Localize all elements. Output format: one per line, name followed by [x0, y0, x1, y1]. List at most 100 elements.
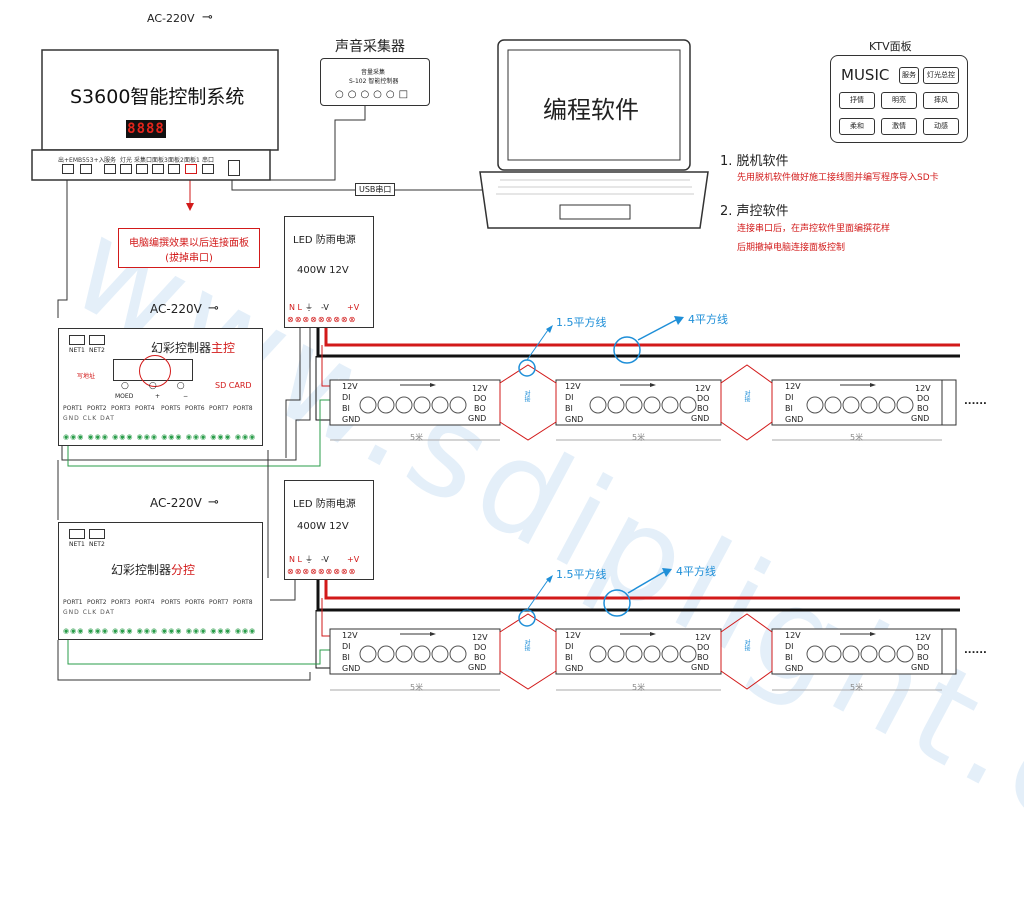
- ktv-button-light-master[interactable]: 灯光总控: [923, 67, 959, 84]
- pin-di: DI: [785, 393, 794, 402]
- net2-port[interactable]: [89, 335, 105, 345]
- power-switch[interactable]: [228, 160, 240, 176]
- controller-main-power: AC-220V: [150, 302, 202, 316]
- note1-text: 先用脱机软件做好施工接线图并编写程序导入SD卡: [737, 173, 939, 183]
- port-label: PORT6: [185, 405, 205, 412]
- note2-text1: 连接串口后，在声控软件里面编撰花样: [737, 224, 891, 234]
- port-label: PORT2: [87, 599, 107, 606]
- joint-label: 对接: [743, 639, 750, 651]
- sdcard-label: SD CARD: [215, 381, 252, 390]
- note2-text2: 后期撤掉电脑连接面板控制: [737, 243, 846, 253]
- pin-gnd-out: GND: [911, 663, 930, 672]
- pin-do: DO: [697, 643, 710, 652]
- pin-bo: BO: [917, 653, 929, 662]
- port-label: PORT5: [161, 405, 181, 412]
- pin-12v: 12V: [785, 382, 801, 391]
- port-label: PORT3: [111, 405, 131, 412]
- controller-sub: NET1 NET2 幻彩控制器分控 PORT1 PORT2 PORT3 PORT…: [58, 522, 263, 640]
- pin-labels: GND CLK DAT: [63, 609, 115, 616]
- rj45-port[interactable]: [120, 164, 132, 174]
- button-row[interactable]: ○○○: [121, 381, 205, 391]
- port-label: PORT7: [209, 405, 229, 412]
- port-label: PORT1: [63, 599, 83, 606]
- controller-title-prefix: 幻彩控制器: [151, 341, 212, 355]
- pin-do: DO: [474, 394, 487, 403]
- ktv-button-passion[interactable]: 激情: [881, 118, 917, 135]
- pin-gnd: GND: [565, 415, 584, 424]
- controller-title-suffix: 主控: [211, 341, 236, 355]
- pin-bi: BI: [565, 653, 573, 662]
- port-label: 串口: [202, 157, 215, 164]
- continuation-dots: ......: [964, 645, 987, 656]
- ground-icon: ⏚: [305, 303, 313, 312]
- serial-port[interactable]: [202, 164, 214, 174]
- pin-12v: 12V: [565, 631, 581, 640]
- port-label: 面板1: [184, 157, 200, 164]
- joint-label: 对接: [523, 639, 530, 651]
- callout-line1: 电脑编撰效果以后连接面板: [129, 238, 249, 249]
- psu-spec: 400W 12V: [297, 265, 349, 276]
- rj45-port[interactable]: [168, 164, 180, 174]
- strip-row-1: [329, 379, 943, 426]
- pin-di: DI: [565, 393, 574, 402]
- pin-di: DI: [342, 393, 351, 402]
- port-label: PORT6: [185, 599, 205, 606]
- rj45-port[interactable]: [152, 164, 164, 174]
- pin-12v-out: 12V: [472, 633, 488, 642]
- ktv-button-service[interactable]: 服务: [899, 67, 919, 84]
- port-label: PORT4: [135, 599, 155, 606]
- net1-port[interactable]: [69, 529, 85, 539]
- net1-port[interactable]: [69, 335, 85, 345]
- address-label: 写地址: [77, 373, 96, 380]
- pin-12v-out: 12V: [695, 633, 711, 642]
- psu-2: LED 防雨电源 400W 12V N L ⏚ -V +V ⊗⊗⊗⊗⊗⊗⊗⊗⊗: [284, 480, 374, 580]
- pin-bo: BO: [474, 404, 486, 413]
- psu-neg: -V: [321, 555, 329, 564]
- psu-1: LED 防雨电源 400W 12V N L ⏚ -V +V ⊗⊗⊗⊗⊗⊗⊗⊗⊗: [284, 216, 374, 328]
- main-system-title: S3600智能控制系统: [70, 86, 245, 108]
- knob-row[interactable]: ○○○○○□: [335, 89, 413, 100]
- net2-port[interactable]: [89, 529, 105, 539]
- pin-12v-out: 12V: [915, 633, 931, 642]
- port-label: 采集口: [134, 157, 153, 164]
- pin-bo: BO: [917, 404, 929, 413]
- rj45-port[interactable]: [185, 164, 197, 174]
- ktv-button-dynamic[interactable]: 动感: [923, 118, 959, 135]
- usb-label: USB串口: [355, 183, 396, 196]
- psu-terminals[interactable]: ⊗⊗⊗⊗⊗⊗⊗⊗⊗: [287, 567, 357, 576]
- joint-label: 对接: [523, 390, 530, 402]
- rj45-port[interactable]: [104, 164, 116, 174]
- length-label: 5米: [850, 433, 864, 442]
- port-label: 灯光: [120, 157, 133, 164]
- length-label: 5米: [410, 683, 424, 692]
- pin-bi: BI: [785, 653, 793, 662]
- terminal-row[interactable]: ◉◉◉ ◉◉◉ ◉◉◉ ◉◉◉ ◉◉◉ ◉◉◉ ◉◉◉ ◉◉◉: [63, 627, 257, 635]
- ktv-music-label: MUSIC: [841, 66, 890, 84]
- thin-wire-label-1: 1.5平方线: [556, 316, 607, 329]
- pin-gnd-out: GND: [911, 414, 930, 423]
- ktv-button-soft[interactable]: 柔和: [839, 118, 875, 135]
- plug-icon: ⊸: [208, 301, 219, 316]
- pin-gnd-out: GND: [691, 663, 710, 672]
- net2-label: NET2: [89, 347, 105, 354]
- port-label: PORT3: [111, 599, 131, 606]
- rj45-port[interactable]: [80, 164, 92, 174]
- terminal-row[interactable]: ◉◉◉ ◉◉◉ ◉◉◉ ◉◉◉ ◉◉◉ ◉◉◉ ◉◉◉ ◉◉◉: [63, 433, 257, 441]
- ktv-button-bright[interactable]: 明亮: [881, 92, 917, 109]
- pin-gnd: GND: [785, 664, 804, 673]
- psu-title: LED 防雨电源: [293, 235, 356, 246]
- note1-title: 1. 脱机软件: [720, 154, 789, 169]
- net2-label: NET2: [89, 541, 105, 548]
- rj45-port[interactable]: [62, 164, 74, 174]
- rj45-port[interactable]: [136, 164, 148, 174]
- joint-label: 对接: [743, 390, 750, 402]
- ktv-button-wind[interactable]: 摔风: [923, 92, 959, 109]
- thick-wire-label-1: 4平方线: [688, 313, 728, 326]
- thin-wire-label-2: 1.5平方线: [556, 568, 607, 581]
- port-label: 面板2: [168, 157, 184, 164]
- pin-do: DO: [474, 643, 487, 652]
- segment-display: 8888: [126, 120, 166, 138]
- plug-icon: ⊸: [202, 10, 213, 25]
- ktv-button-lyric[interactable]: 抒情: [839, 92, 875, 109]
- psu-terminals[interactable]: ⊗⊗⊗⊗⊗⊗⊗⊗⊗: [287, 315, 357, 324]
